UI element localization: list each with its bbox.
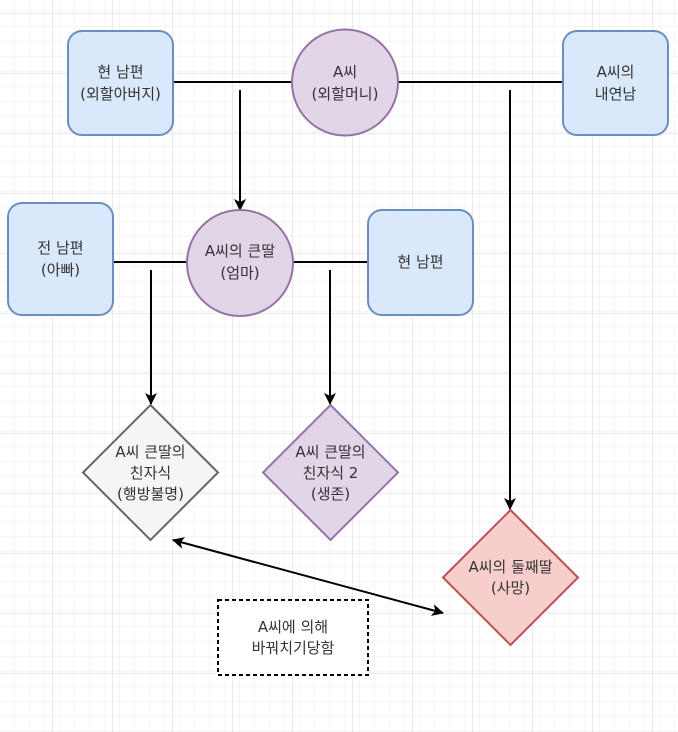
node-child-alive-label: (생존) xyxy=(311,485,350,503)
node-child-alive-label: A씨 큰딸의 xyxy=(295,443,365,461)
node-second-daughter: A씨의 둘째딸 (사망) xyxy=(441,508,580,647)
node-a-ssi: A씨 (외할머니) xyxy=(291,28,399,137)
node-grandfather: 현 남편 (외할아버지) xyxy=(67,30,174,136)
node-child-missing-shape xyxy=(81,403,220,542)
node-ex-husband-label: (아빠) xyxy=(41,261,80,279)
node-swap-note-label: 바꿔치기당함 xyxy=(252,639,335,657)
node-grandfather-shape xyxy=(67,30,174,136)
node-swap-note-label: A씨에 의해 xyxy=(258,618,328,636)
node-lover-label: 내연남 xyxy=(595,85,637,103)
node-second-daughter-shape xyxy=(441,508,580,647)
node-grandfather-label: (외할아버지) xyxy=(80,85,161,103)
node-eldest-daughter-shape xyxy=(186,209,294,317)
node-child-alive-label: 친자식 2 xyxy=(303,464,359,482)
node-child-missing-label: (행방불명) xyxy=(117,485,184,503)
node-current-husband-label: 현 남편 xyxy=(397,253,443,271)
node-child-missing-label: A씨 큰딸의 xyxy=(115,443,185,461)
node-lover-label: A씨의 xyxy=(597,63,635,81)
node-lover-shape xyxy=(562,30,669,136)
node-second-daughter-label: A씨의 둘째딸 xyxy=(468,558,552,576)
node-ex-husband-label: 전 남편 xyxy=(37,239,83,257)
node-a-ssi-label: A씨 xyxy=(333,63,357,81)
edge-swap-double-arrow xyxy=(172,537,444,616)
node-eldest-daughter-label: (엄마) xyxy=(220,264,259,282)
node-child-missing-label: 친자식 xyxy=(130,464,171,482)
node-lover: A씨의 내연남 xyxy=(562,30,669,136)
node-a-ssi-label: (외할머니) xyxy=(312,85,379,103)
edges xyxy=(113,81,562,616)
node-swap-note-shape xyxy=(217,599,369,676)
node-child-alive: A씨 큰딸의 친자식 2 (생존) xyxy=(261,403,400,542)
node-child-missing: A씨 큰딸의 친자식 (행방불명) xyxy=(81,403,220,542)
node-current-husband: 현 남편 xyxy=(367,209,474,316)
node-current-husband-shape xyxy=(367,209,474,316)
node-second-daughter-label: (사망) xyxy=(491,579,530,597)
node-ex-husband: 전 남편 (아빠) xyxy=(7,202,114,316)
node-child-alive-shape xyxy=(261,403,400,542)
node-grandfather-label: 현 남편 xyxy=(97,63,143,81)
node-ex-husband-shape xyxy=(7,202,114,316)
node-eldest-daughter: A씨의 큰딸 (엄마) xyxy=(186,209,294,317)
node-swap-note: A씨에 의해 바꿔치기당함 xyxy=(217,599,369,676)
node-eldest-daughter-label: A씨의 큰딸 xyxy=(205,242,275,260)
node-a-ssi-shape xyxy=(291,28,399,137)
